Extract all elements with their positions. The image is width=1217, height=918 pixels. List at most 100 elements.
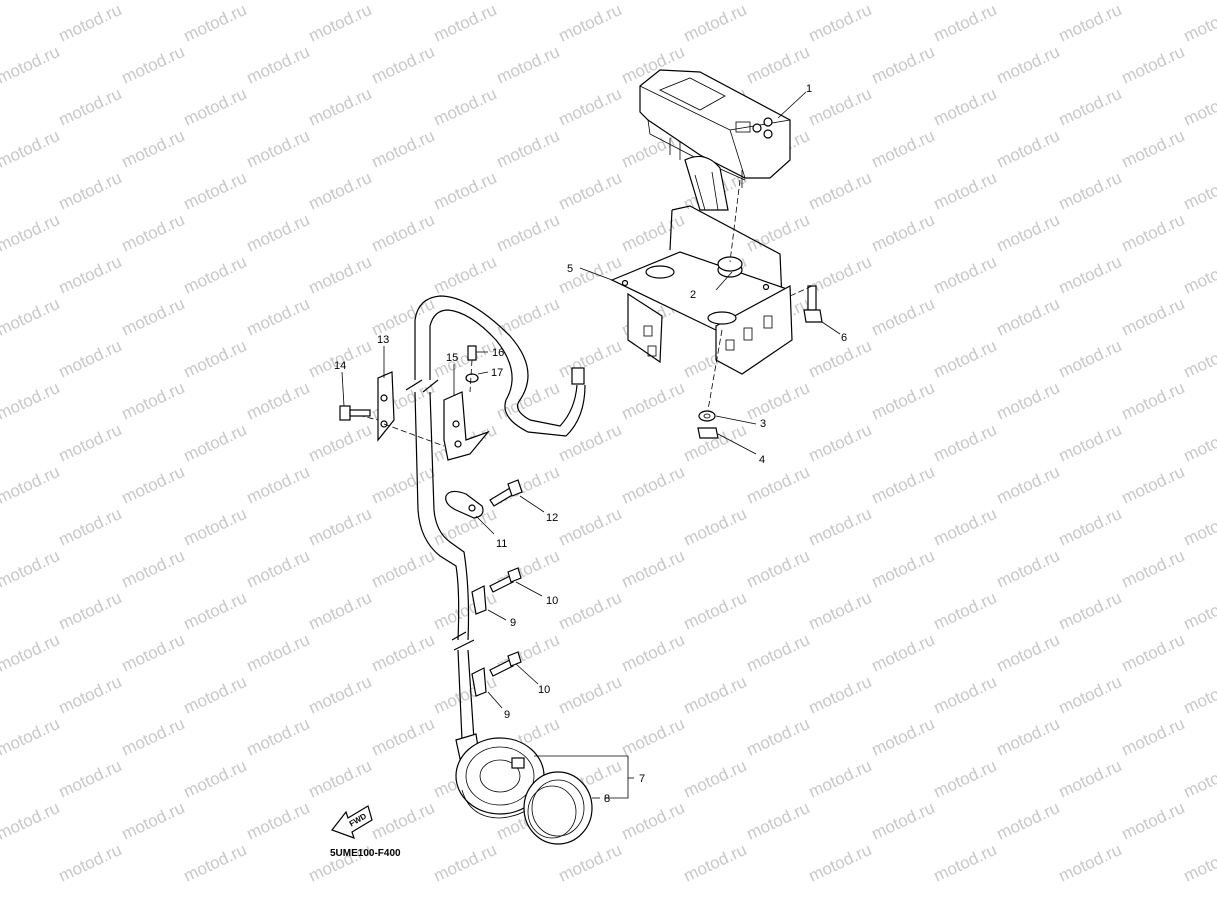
- watermark-text: motod.ru: [1056, 420, 1125, 466]
- watermark-text: motod.ru: [1181, 336, 1217, 382]
- watermark-text: motod.ru: [431, 0, 500, 46]
- watermark-text: motod.ru: [0, 294, 62, 340]
- callout-5: 5: [567, 263, 573, 275]
- watermark-text: motod.ru: [119, 0, 188, 4]
- watermark-text: motod.ru: [244, 546, 313, 592]
- watermark-text: motod.ru: [494, 378, 563, 424]
- watermark-text: motod.ru: [181, 168, 250, 214]
- watermark-text: motod.ru: [619, 546, 688, 592]
- watermark-text: motod.ru: [0, 42, 62, 88]
- watermark-text: motod.ru: [744, 630, 813, 676]
- watermark-text: motod.ru: [56, 840, 125, 886]
- callout-4: 4: [759, 454, 765, 466]
- watermark-text: motod.ru: [56, 588, 125, 634]
- watermark-text: motod.ru: [244, 294, 313, 340]
- watermark-text: motod.ru: [119, 798, 188, 844]
- watermark-text: motod.ru: [744, 378, 813, 424]
- callout-15: 15: [446, 352, 458, 364]
- watermark-text: motod.ru: [306, 672, 375, 718]
- watermark-text: motod.ru: [306, 504, 375, 550]
- bolt-10-lower: [489, 651, 522, 677]
- watermark-text: motod.ru: [619, 798, 688, 844]
- watermark-text: motod.ru: [994, 378, 1063, 424]
- watermark-text: motod.ru: [1056, 588, 1125, 634]
- watermark-text: motod.ru: [1181, 756, 1217, 802]
- watermark-text: motod.ru: [1056, 504, 1125, 550]
- watermark-text: motod.ru: [431, 84, 500, 130]
- callout-2: 2: [690, 289, 696, 301]
- watermark-text: motod.ru: [1056, 168, 1125, 214]
- watermark-text: motod.ru: [806, 420, 875, 466]
- watermark-text: motod.ru: [431, 840, 500, 886]
- watermark-text: motod.ru: [0, 126, 62, 172]
- watermark-text: motod.ru: [744, 462, 813, 508]
- watermark-text: motod.ru: [306, 0, 375, 46]
- watermark-text: motod.ru: [0, 0, 62, 4]
- watermark-text: motod.ru: [494, 126, 563, 172]
- watermark-text: motod.ru: [0, 630, 62, 676]
- cable-guide-15: [443, 391, 490, 461]
- watermark-text: motod.ru: [1181, 672, 1217, 718]
- watermark-text: motod.ru: [369, 0, 438, 4]
- watermark-text: motod.ru: [306, 168, 375, 214]
- watermark-text: motod.ru: [869, 378, 938, 424]
- watermark-text: motod.ru: [931, 168, 1000, 214]
- callout-17: 17: [491, 367, 503, 379]
- watermark-text: motod.ru: [181, 0, 250, 46]
- watermark-text: motod.ru: [1119, 294, 1188, 340]
- watermark-text: motod.ru: [181, 840, 250, 886]
- watermark-text: motod.ru: [619, 378, 688, 424]
- watermark-text: motod.ru: [994, 42, 1063, 88]
- watermark-text: motod.ru: [306, 84, 375, 130]
- watermark-text: motod.ru: [1056, 252, 1125, 298]
- callout-8: 8: [604, 793, 610, 805]
- watermark-text: motod.ru: [306, 588, 375, 634]
- watermark-text: motod.ru: [0, 378, 62, 424]
- callout-1: 1: [806, 83, 812, 95]
- watermark-text: motod.ru: [681, 756, 750, 802]
- watermark-text: motod.ru: [744, 798, 813, 844]
- watermark-text: motod.ru: [931, 588, 1000, 634]
- clamp-9-lower: [471, 667, 487, 697]
- watermark-text: motod.ru: [869, 798, 938, 844]
- watermark-text: motod.ru: [556, 588, 625, 634]
- watermark-text: motod.ru: [306, 420, 375, 466]
- watermark-text: motod.ru: [494, 42, 563, 88]
- watermark-text: motod.ru: [556, 672, 625, 718]
- watermark-text: motod.ru: [681, 672, 750, 718]
- watermark-text: motod.ru: [869, 630, 938, 676]
- drawing-code: 5UME100-F400: [330, 848, 401, 859]
- watermark-text: motod.ru: [806, 840, 875, 886]
- watermark-text: motod.ru: [994, 546, 1063, 592]
- watermark-text: motod.ru: [1181, 0, 1217, 46]
- watermark-text: motod.ru: [619, 714, 688, 760]
- watermark-text: motod.ru: [1119, 798, 1188, 844]
- leader-lines: [341, 91, 841, 799]
- callout-10-upper: 10: [546, 595, 558, 607]
- watermark-text: motod.ru: [0, 462, 62, 508]
- watermark-text: motod.ru: [494, 210, 563, 256]
- meter-bracket: [610, 179, 793, 411]
- watermark-text: motod.ru: [119, 630, 188, 676]
- watermark-text: motod.ru: [1181, 420, 1217, 466]
- watermark-text: motod.ru: [244, 798, 313, 844]
- callout-9-lower: 9: [504, 709, 510, 721]
- watermark-text: motod.ru: [369, 210, 438, 256]
- watermark-text: motod.ru: [931, 840, 1000, 886]
- watermark-text: motod.ru: [806, 756, 875, 802]
- watermark-text: motod.ru: [931, 336, 1000, 382]
- watermark-text: motod.ru: [244, 630, 313, 676]
- watermark-text: motod.ru: [56, 252, 125, 298]
- watermark-text: motod.ru: [556, 168, 625, 214]
- watermark-text: motod.ru: [181, 756, 250, 802]
- watermark-text: motod.ru: [1056, 840, 1125, 886]
- watermark-text: motod.ru: [1119, 378, 1188, 424]
- callout-6: 6: [841, 332, 847, 344]
- callout-14: 14: [334, 360, 346, 372]
- watermark-text: motod.ru: [994, 630, 1063, 676]
- watermark-text: motod.ru: [1056, 0, 1125, 46]
- watermark-text: motod.ru: [681, 840, 750, 886]
- callout-7: 7: [639, 773, 645, 785]
